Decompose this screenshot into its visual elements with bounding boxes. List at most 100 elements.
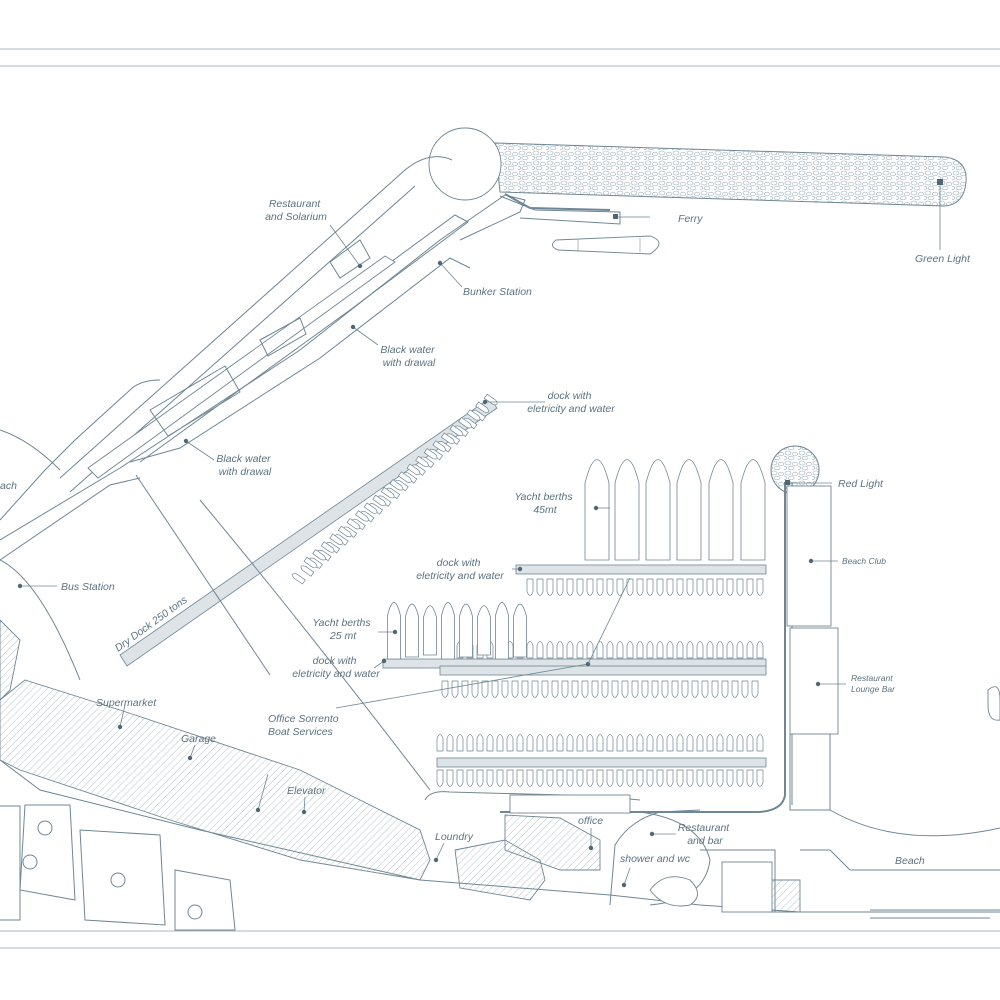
boat-icon [546, 734, 554, 752]
boat-icon [466, 769, 474, 787]
boat-icon [458, 417, 472, 429]
label-dock-mid: dock with eletricity and water [416, 557, 504, 582]
boat-icon [586, 641, 594, 659]
boat-icon [616, 769, 624, 787]
boat-icon [481, 680, 489, 698]
boat-icon [566, 578, 574, 596]
boat-icon [300, 565, 315, 577]
boat-icon [551, 680, 559, 698]
boat-icon [686, 578, 694, 596]
boat-icon [736, 734, 744, 752]
boat-icon [389, 479, 404, 491]
boat-icon [459, 603, 473, 658]
boat-icon [696, 641, 704, 659]
label-beach-club: Beach Club [842, 556, 886, 566]
boat-icon [536, 769, 544, 787]
boat-icon [706, 641, 714, 659]
boat-icon [708, 459, 734, 561]
boat-icon [496, 734, 504, 752]
boat-icon [626, 734, 634, 752]
boat-icon [746, 769, 754, 787]
boat-icon [666, 641, 674, 659]
boat-icon [526, 734, 534, 752]
boat-icon [556, 734, 564, 752]
ferry-boat [552, 235, 660, 255]
boat-icon [686, 769, 694, 787]
boat-icon [616, 734, 624, 752]
boat-icon [676, 459, 702, 561]
boat-icon [541, 680, 549, 698]
boat-icon [440, 432, 455, 444]
boat-icon [576, 769, 584, 787]
boat-icon [566, 769, 574, 787]
label-supermarket: Supermarket [96, 697, 157, 709]
breakwater-east [500, 445, 1000, 837]
boat-icon [636, 641, 644, 659]
boat-icon [466, 734, 474, 752]
boat-icon [636, 769, 644, 787]
boat-icon [656, 769, 664, 787]
berth-row-boats [436, 578, 764, 787]
label-green-light: Green Light [915, 253, 971, 265]
boat-icon [432, 440, 446, 452]
town-plots [0, 429, 236, 931]
boat-icon [736, 578, 744, 596]
boat-icon [646, 769, 654, 787]
boat-icon [676, 578, 684, 596]
boat-icon [646, 641, 654, 659]
boat-icon [556, 641, 564, 659]
boat-icon [626, 578, 634, 596]
boat-icon [576, 641, 584, 659]
boat-icon [581, 680, 589, 698]
boat-icon [456, 769, 464, 787]
boat-icon [751, 680, 759, 698]
label-office-sorrento: Office Sorrento Boat Services [268, 713, 342, 738]
boat-icon [329, 533, 344, 545]
boat-icon [423, 605, 437, 656]
boat-icon [451, 680, 459, 698]
boat-icon [671, 680, 679, 698]
boat-icon [606, 734, 614, 752]
boat-icon [686, 734, 694, 752]
boat-icon [486, 769, 494, 787]
boat-icon [292, 573, 306, 585]
label-restaurant-lounge: Restaurant Lounge Bar [851, 673, 896, 694]
boat-icon [456, 734, 464, 752]
boat-icon [586, 734, 594, 752]
label-bus-station: Bus Station [61, 581, 115, 593]
boat-icon [756, 641, 764, 659]
boat-icon [511, 680, 519, 698]
leaders [17, 179, 943, 888]
boat-icon [531, 680, 539, 698]
boat-icon [646, 578, 654, 596]
boat-icon [606, 769, 614, 787]
boat-icon [746, 641, 754, 659]
label-yacht-45: Yacht berths 45mt [514, 491, 575, 516]
boat-icon [561, 680, 569, 698]
boat-icon [521, 680, 529, 698]
boat-icon [606, 641, 614, 659]
boat-icon [449, 424, 464, 437]
boat-icon [320, 541, 335, 553]
boat-icon [446, 734, 454, 752]
label-restaurant-solarium: Restaurant and Solarium [265, 198, 327, 223]
boat-icon [586, 769, 594, 787]
boat-icon [536, 578, 544, 596]
boat-icon [571, 680, 579, 698]
boat-icon [576, 734, 584, 752]
boat-icon [546, 769, 554, 787]
boat-icon [636, 734, 644, 752]
boat-icon [651, 680, 659, 698]
boat-icon [363, 502, 378, 514]
boat-icon [566, 734, 574, 752]
boat-icon [676, 769, 684, 787]
boat-icon [726, 641, 734, 659]
boat-icon [461, 680, 469, 698]
boat-icon [706, 769, 714, 787]
boat-icon [355, 510, 369, 522]
boat-icon [676, 734, 684, 752]
boat-icon [614, 459, 640, 561]
boat-icon [423, 448, 438, 460]
boat-icon [526, 769, 534, 787]
boat-icon [706, 734, 714, 752]
